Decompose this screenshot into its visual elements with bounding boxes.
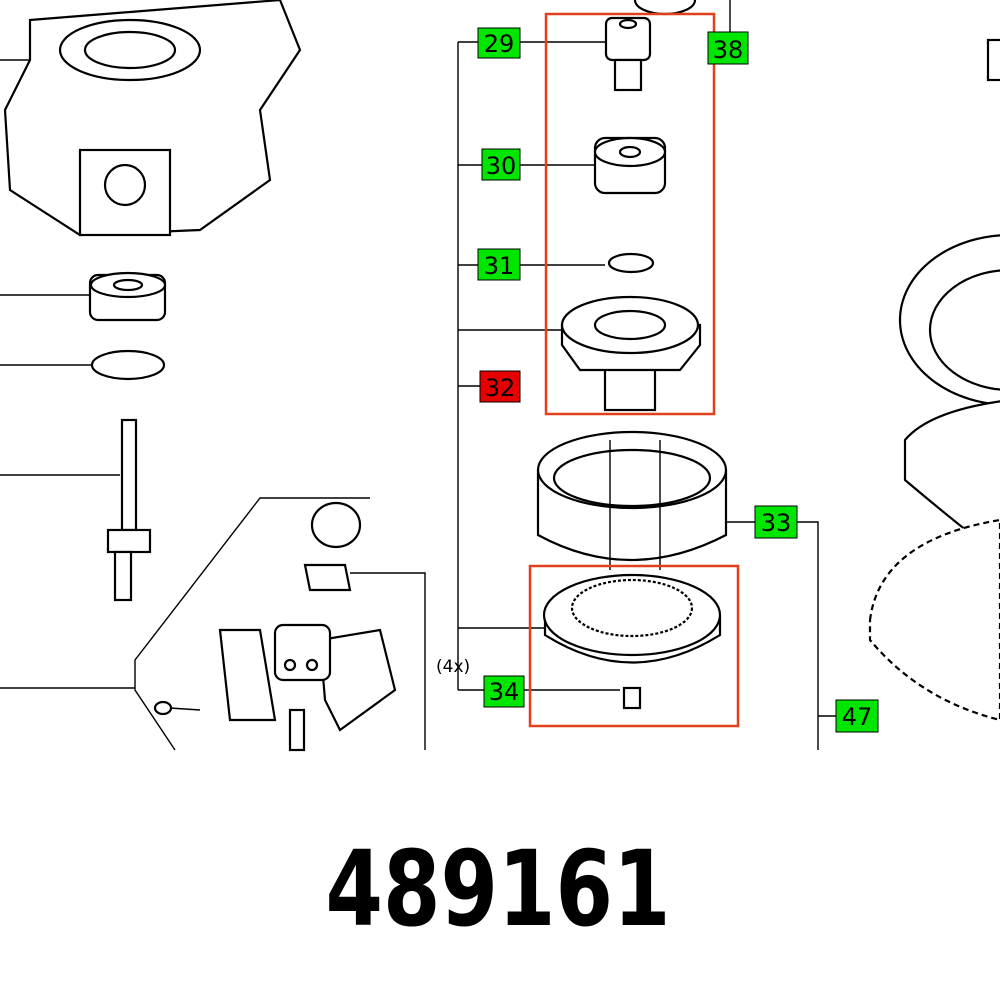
callout-33[interactable]: 33 xyxy=(754,505,798,539)
part-32-gear-flange xyxy=(560,295,702,412)
callout-47[interactable]: 47 xyxy=(835,699,879,733)
callout-30[interactable]: 30 xyxy=(481,148,521,181)
left-housing-assembly xyxy=(0,0,302,237)
callout-38[interactable]: 38 xyxy=(707,31,749,65)
callout-label: 31 xyxy=(484,252,515,280)
callout-32[interactable]: 32 xyxy=(479,370,521,403)
left-bearing xyxy=(0,271,167,322)
callout-29[interactable]: 29 xyxy=(477,27,521,59)
callout-label: 47 xyxy=(842,703,873,731)
part-33-ring xyxy=(536,430,728,570)
callout-34[interactable]: 34 xyxy=(483,675,525,708)
highlight-frame-upper xyxy=(544,12,716,416)
part-34-ring-gear xyxy=(542,573,722,710)
callout-label: 38 xyxy=(713,36,744,64)
callout-31[interactable]: 31 xyxy=(477,248,521,281)
left-spindle xyxy=(0,418,152,602)
right-housing xyxy=(868,38,1000,722)
left-circlip xyxy=(0,349,166,381)
callout-label: 34 xyxy=(489,678,520,706)
part-30-bearing xyxy=(593,136,667,195)
quantity-note: (4x) xyxy=(436,657,470,677)
callout-label: 29 xyxy=(484,30,515,58)
part-number: 489161 xyxy=(326,828,671,950)
callout-label: 33 xyxy=(761,509,792,537)
callout-label: 32 xyxy=(485,374,516,402)
part-31-circlip xyxy=(607,252,655,274)
callout-label: 30 xyxy=(486,152,517,180)
left-lower-assembly xyxy=(0,497,426,752)
highlight-frame-lower xyxy=(528,564,740,728)
